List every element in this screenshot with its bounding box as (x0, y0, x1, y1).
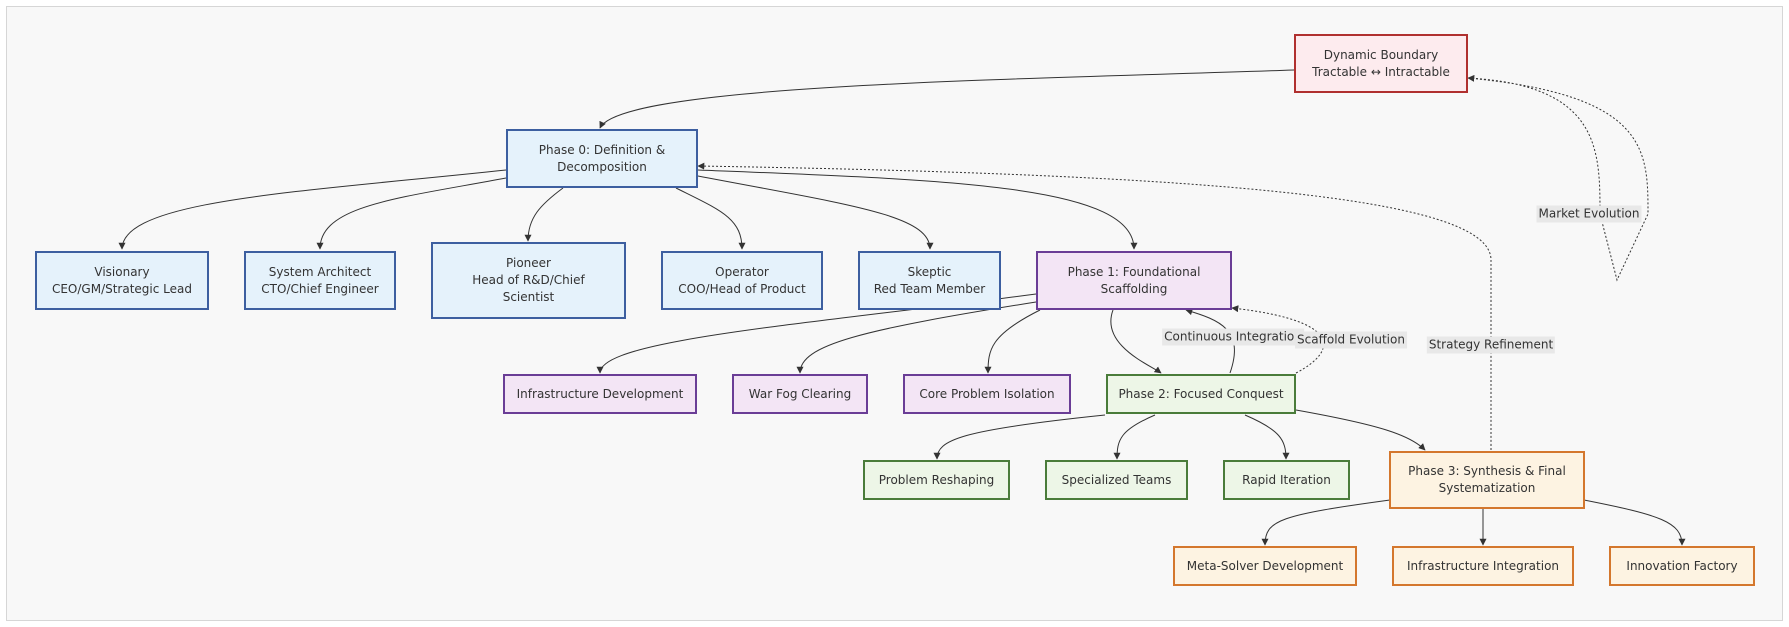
node-phase3[interactable]: Phase 3: Synthesis & Final Systematizati… (1389, 451, 1585, 509)
node-problem-reshaping[interactable]: Problem Reshaping (863, 460, 1010, 500)
edge-phase0-phase1 (697, 169, 1138, 250)
node-infrastructure-development[interactable]: Infrastructure Development (503, 374, 697, 414)
node-meta-solver-development[interactable]: Meta-Solver Development (1173, 546, 1357, 586)
edge-phase3-meta (1261, 499, 1391, 546)
node-specialized-teams[interactable]: Specialized Teams (1045, 460, 1188, 500)
edge-phase1-phase2 (1110, 309, 1162, 374)
edge-label-strategy-refinement: Strategy Refinement (1426, 336, 1556, 354)
edge-phase1-warfog (796, 301, 1037, 374)
edge-label-market-evolution: Market Evolution (1536, 205, 1642, 223)
node-system-architect[interactable]: System Architect CTO/Chief Engineer (244, 251, 396, 310)
edge-phase0-operator (675, 187, 746, 250)
node-phase1[interactable]: Phase 1: Foundational Scaffolding (1036, 251, 1232, 310)
edge-market-loop (1467, 74, 1649, 282)
edge-phase2-phase3 (1295, 409, 1426, 451)
diagram-canvas (6, 6, 1783, 621)
node-innovation-factory[interactable]: Innovation Factory (1609, 546, 1755, 586)
node-operator[interactable]: Operator COO/Head of Product (661, 251, 823, 310)
node-war-fog-clearing[interactable]: War Fog Clearing (732, 374, 868, 414)
edge-phase1-coreiso (984, 309, 1041, 374)
edge-label-continuous-integration: Continuous Integration (1162, 328, 1304, 346)
edge-phase0-architect (316, 177, 507, 250)
node-core-problem-isolation[interactable]: Core Problem Isolation (903, 374, 1071, 414)
node-pioneer[interactable]: Pioneer Head of R&D/Chief Scientist (431, 242, 626, 319)
edge-phase3-factory (1583, 499, 1686, 546)
edge-phase2-rapid (1244, 414, 1290, 460)
edge-phase3-phase0 (697, 162, 1492, 450)
node-infrastructure-integration[interactable]: Infrastructure Integration (1392, 546, 1574, 586)
node-rapid-iteration[interactable]: Rapid Iteration (1223, 460, 1350, 500)
node-dynamic-boundary[interactable]: Dynamic Boundary Tractable ↔ Intractable (1294, 34, 1468, 93)
edge-phase2-teams (1113, 414, 1156, 460)
edge-phase0-visionary (118, 169, 507, 250)
edge-phase0-skeptic (697, 175, 934, 250)
edge-boundary-phase0 (599, 69, 1295, 129)
node-skeptic[interactable]: Skeptic Red Team Member (858, 251, 1001, 310)
edge-label-scaffold-evolution: Scaffold Evolution (1295, 331, 1407, 349)
node-phase2[interactable]: Phase 2: Focused Conquest (1106, 374, 1296, 414)
node-visionary[interactable]: Visionary CEO/GM/Strategic Lead (35, 251, 209, 310)
edge-phase2-reshaping (933, 414, 1106, 460)
node-phase0[interactable]: Phase 0: Definition & Decomposition (506, 129, 698, 188)
edge-phase0-pioneer (524, 187, 564, 242)
